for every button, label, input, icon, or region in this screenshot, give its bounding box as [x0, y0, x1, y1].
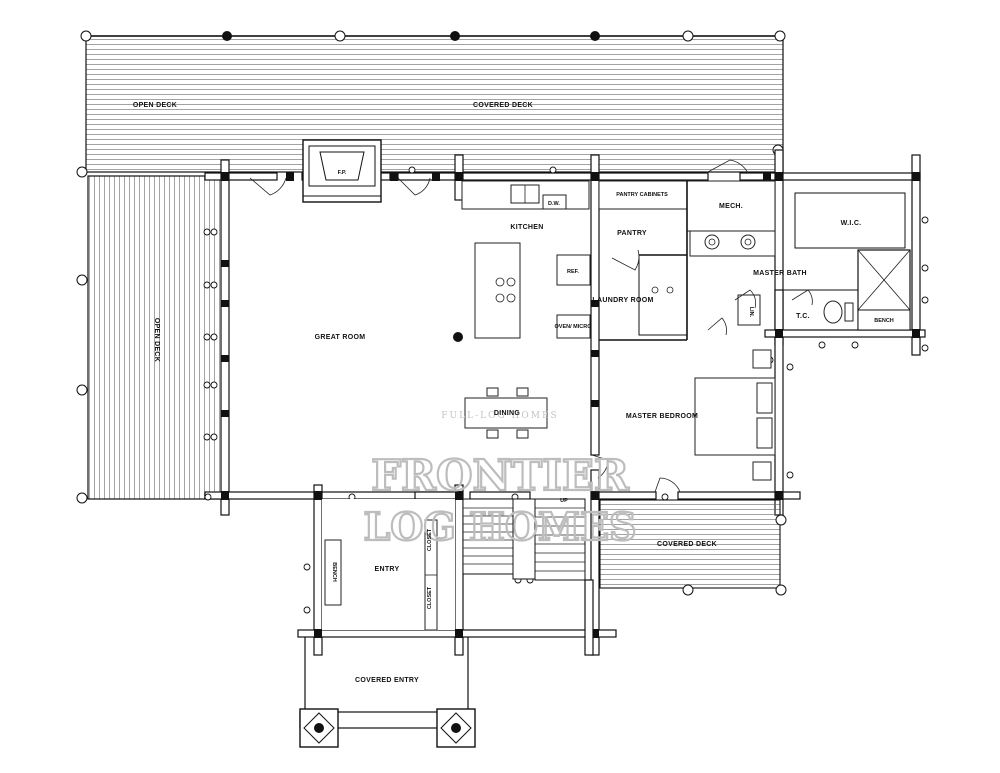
label-entry: ENTRY [375, 566, 400, 573]
left-open-deck [76, 175, 224, 504]
fireplace [302, 139, 382, 203]
label-bench-entry: BENCH [331, 562, 337, 582]
label-covered-deck-right: COVERED DECK [657, 541, 717, 548]
label-laundry-room: LAUNDRY ROOM [592, 297, 653, 304]
label-closet-lower: CLOSET [427, 586, 433, 609]
label-open-deck-top: OPEN DECK [133, 102, 177, 109]
label-fireplace: F.P. [338, 170, 347, 176]
room-labels: OPEN DECK COVERED DECK OPEN DECK F.P. KI… [133, 102, 894, 684]
label-mech: MECH. [719, 203, 743, 210]
label-pantry-cabinets: PANTRY CABINETS [616, 192, 668, 198]
deck-posts-top [76, 30, 786, 178]
label-wic: W.I.C. [841, 220, 862, 227]
master-bath-fixtures [689, 192, 911, 331]
label-dw: D.W. [548, 201, 560, 207]
door-swings [249, 159, 813, 631]
label-oven-micro: OVEN/ MICRO [555, 324, 593, 330]
wall-joints [221, 172, 920, 638]
dining-table [464, 387, 548, 439]
label-closet-upper: CLOSET [427, 528, 433, 551]
label-covered-deck-top: COVERED DECK [473, 102, 533, 109]
label-great-room: GREAT ROOM [315, 334, 366, 341]
watermark-brand-line1: FRONTIER [371, 451, 630, 500]
service-rooms [598, 180, 776, 341]
master-bed [694, 349, 776, 481]
stairs [462, 498, 594, 656]
label-up: UP [560, 498, 568, 504]
label-pantry: PANTRY [617, 230, 647, 237]
label-kitchen: KITCHEN [510, 224, 543, 231]
top-decks [85, 35, 784, 173]
watermark-brand-line2: LOG HOMES [364, 504, 637, 549]
column-marker [453, 332, 463, 342]
watermark-tagline: FULL-LOG HOMES [441, 411, 558, 421]
covered-entry-porch [299, 637, 476, 748]
label-covered-entry: COVERED ENTRY [355, 677, 419, 684]
label-lin: LIN. [748, 307, 754, 318]
watermark-text: FRONTIER LOG HOMES FULL-LOG HOMES [362, 411, 637, 550]
label-open-deck-side: OPEN DECK [153, 318, 160, 362]
label-tc: T.C. [796, 313, 810, 320]
entry-area [322, 499, 455, 631]
label-bench-bath: BENCH [874, 318, 894, 324]
label-dining: DINING [494, 410, 521, 417]
label-master-bath: MASTER BATH [753, 270, 807, 277]
label-master-bedroom: MASTER BEDROOM [626, 413, 698, 420]
kitchen-counters [461, 180, 591, 339]
right-covered-deck [599, 499, 787, 596]
label-ref: REF. [567, 269, 579, 275]
